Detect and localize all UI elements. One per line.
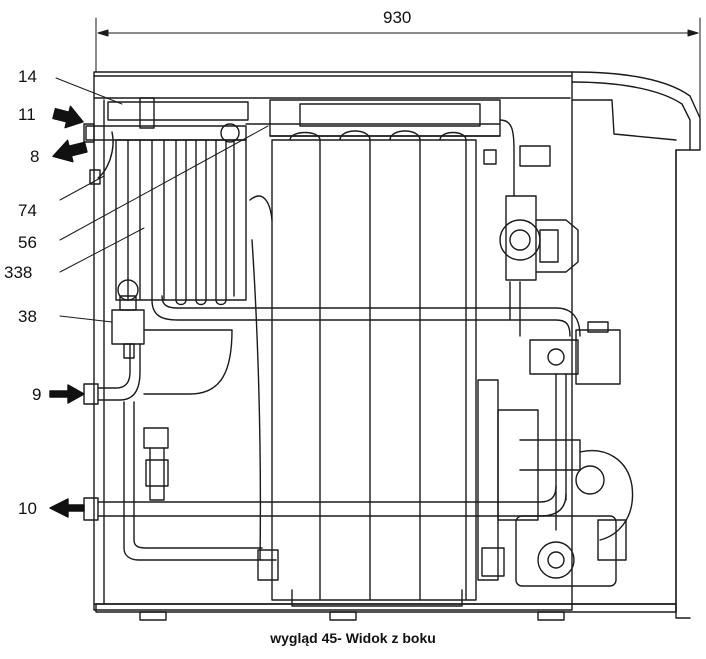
callout-10: 10 bbox=[18, 499, 37, 518]
callout-9: 9 bbox=[32, 385, 42, 404]
inlet-pipe bbox=[83, 343, 141, 405]
callout-11: 11 bbox=[18, 105, 36, 124]
figure-caption: wygląd 45- Widok z boku bbox=[270, 630, 436, 646]
callout-8: 8 bbox=[30, 147, 40, 166]
circulation-pump bbox=[499, 195, 579, 281]
burner-assembly bbox=[257, 379, 634, 587]
callout-38: 38 bbox=[18, 307, 37, 326]
inlet-arrow-9 bbox=[49, 384, 85, 404]
mixing-valve bbox=[529, 321, 621, 531]
callout-338: 338 bbox=[4, 263, 33, 282]
top-plate bbox=[269, 99, 501, 137]
callout-56: 56 bbox=[18, 233, 37, 252]
safety-valve bbox=[111, 279, 145, 359]
expansion-vessel bbox=[143, 329, 233, 395]
dimension-label: 930 bbox=[383, 8, 412, 27]
outlet-arrow-10 bbox=[49, 498, 85, 518]
heat-exchanger bbox=[249, 130, 477, 607]
upper-pipes bbox=[83, 119, 551, 197]
outlet-arrow-8 bbox=[52, 139, 88, 163]
return-pipe bbox=[151, 281, 581, 337]
boiler-casing bbox=[93, 71, 701, 621]
callout-14: 14 bbox=[18, 67, 37, 86]
inlet-arrow-11 bbox=[52, 105, 84, 129]
flow-arrows bbox=[49, 105, 88, 518]
drain-pipe bbox=[123, 401, 263, 561]
hot-water-coil bbox=[115, 139, 247, 306]
callout-74: 74 bbox=[18, 201, 37, 220]
left-panel bbox=[103, 97, 249, 605]
callout-leaders bbox=[55, 77, 269, 323]
